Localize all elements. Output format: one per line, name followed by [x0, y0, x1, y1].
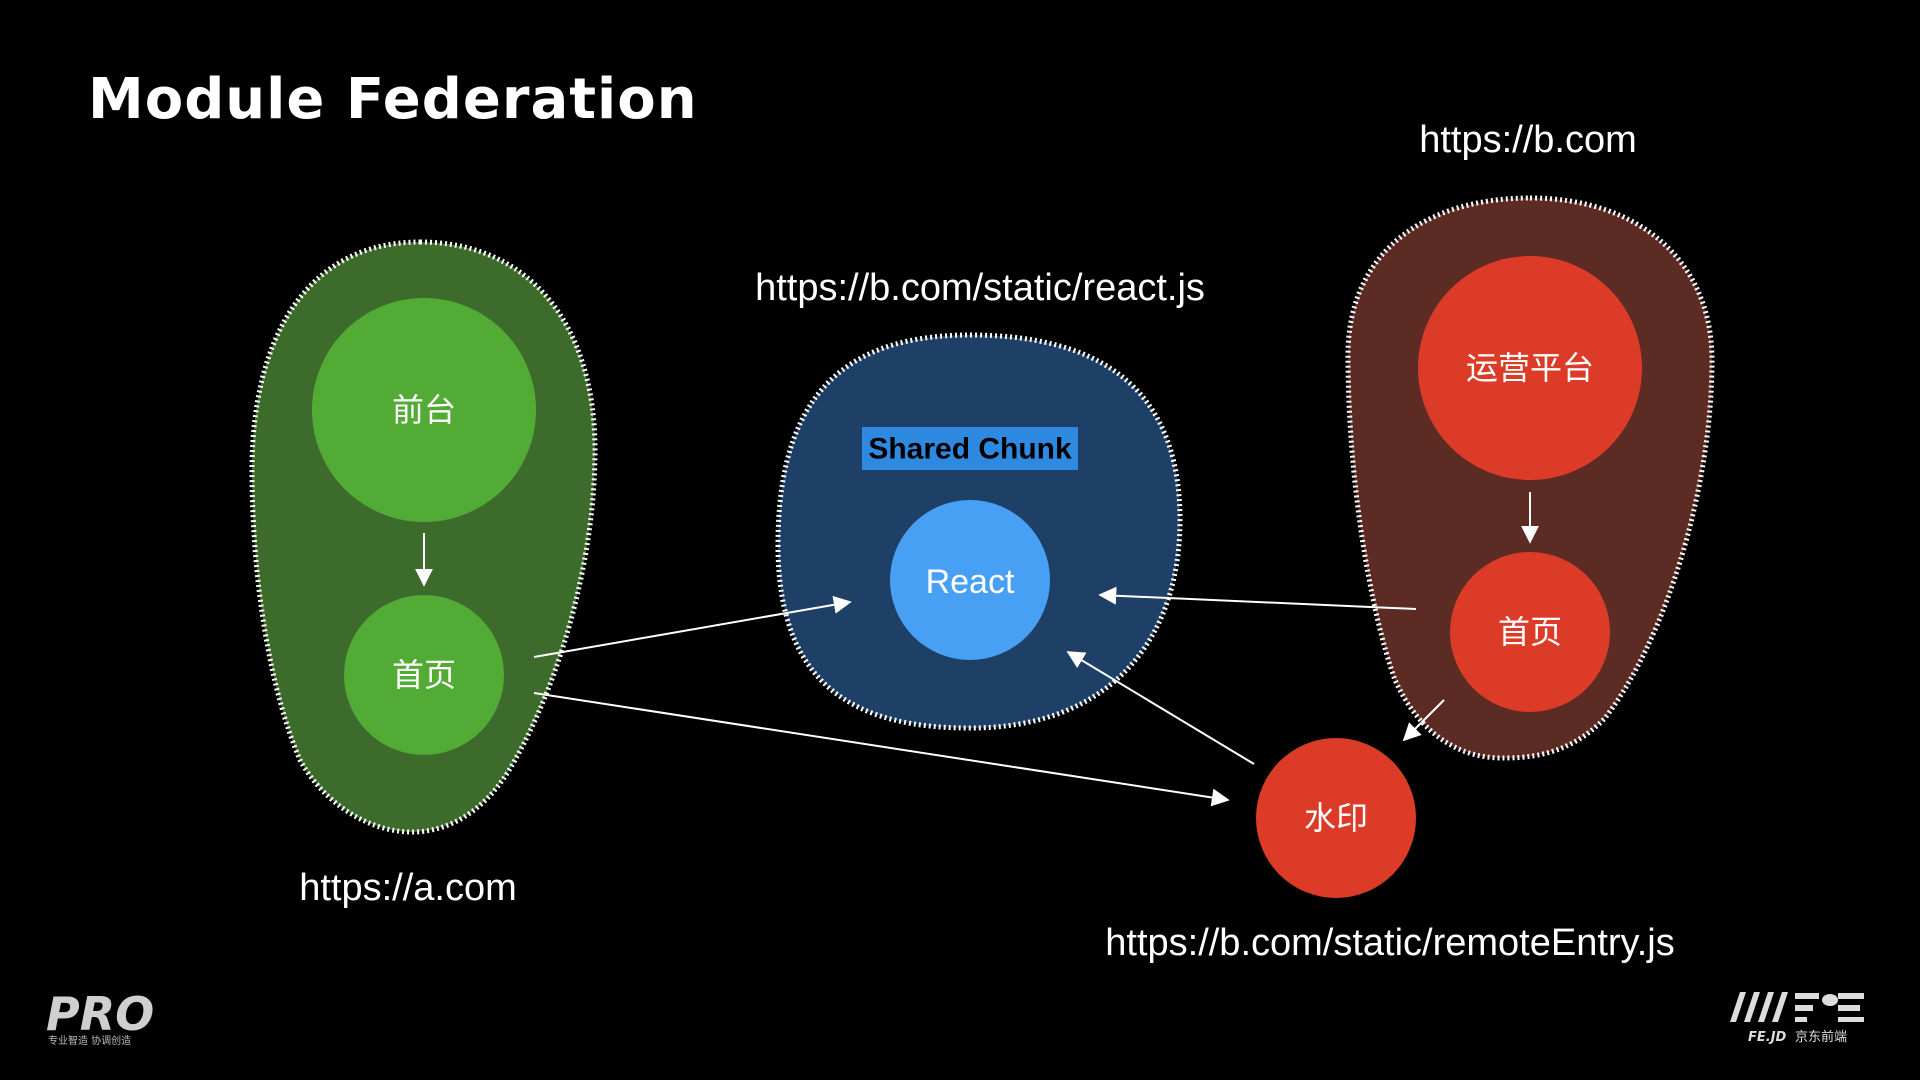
- remote-home-label: 首页: [1498, 613, 1562, 651]
- host-frontend-node: [312, 298, 536, 522]
- fejd-logo-mark: [1730, 992, 1864, 1022]
- pro-logo-tagline: 专业智造 协调创造: [48, 1034, 131, 1047]
- arrow-host-home-to-watermark: [533, 692, 1230, 807]
- remote-home-node: [1450, 552, 1610, 712]
- shared-url-label: https://b.com/static/react.js: [755, 267, 1205, 309]
- host-url-label: https://a.com: [299, 867, 517, 909]
- react-node: [890, 500, 1050, 660]
- fejd-logo-tagline: 京东前端: [1795, 1029, 1847, 1045]
- host-home-label: 首页: [392, 656, 456, 694]
- fejd-logo: FE.JD 京东前端: [1730, 992, 1864, 1045]
- slide-title: Module Federation: [88, 67, 698, 132]
- remote-ops-node: [1418, 256, 1642, 480]
- remote-ops-label: 运营平台: [1466, 349, 1594, 387]
- shared-chunk-label: Shared Chunk: [868, 433, 1072, 466]
- watermark-node: [1256, 738, 1416, 898]
- pro-logo: PRO 专业智造 协调创造: [46, 987, 154, 1047]
- arrow-watermark-to-react: [1066, 651, 1255, 765]
- react-node-label: React: [926, 563, 1015, 601]
- host-frontend-label: 前台: [392, 391, 456, 429]
- remote-url-label: https://b.com: [1419, 119, 1637, 161]
- arrow-host-home-to-react: [533, 595, 852, 658]
- watermark-label: 水印: [1304, 799, 1368, 837]
- arrow-remote-home-to-react: [1098, 586, 1417, 610]
- shared-chunk-label-bg: [862, 427, 1078, 470]
- arrow-remote-home-to-watermark: [1402, 699, 1445, 742]
- host-home-node: [344, 595, 504, 755]
- watermark-url-label: https://b.com/static/remoteEntry.js: [1105, 922, 1674, 964]
- fejd-logo-text: FE.JD: [1748, 1030, 1787, 1045]
- pro-logo-text: PRO: [46, 987, 154, 1041]
